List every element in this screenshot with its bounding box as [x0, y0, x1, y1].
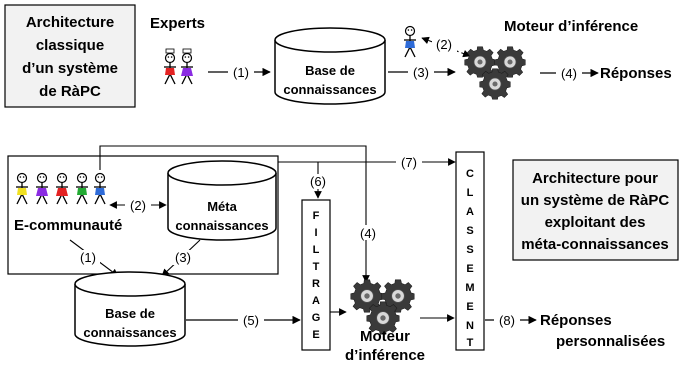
ranking-letter: E: [466, 301, 473, 313]
arrow-label-1-bottom: (1): [80, 250, 96, 265]
community-group: [15, 172, 107, 205]
ranking-letter: S: [466, 225, 473, 237]
person-icon: [75, 172, 89, 205]
filter-letter: I: [314, 227, 317, 239]
arrow-label-7: (7): [401, 155, 417, 170]
ranking-letter: L: [467, 187, 474, 199]
classic-title-line-2: classique: [36, 37, 104, 54]
person-icon: [55, 172, 69, 205]
responses-bottom-line-1: Réponses: [540, 312, 612, 329]
filter-letter: E: [312, 329, 319, 341]
meta-title-line-1: Architecture pour: [532, 170, 658, 187]
meta-knowledge-base: Méta connaissances: [167, 160, 277, 241]
knowledge-base-top: Base de connaissances: [274, 27, 386, 105]
arrow-label-4-bottom: (4): [360, 226, 376, 241]
person-icon: [180, 48, 194, 85]
responses-bottom-line-2: personnalisées: [556, 333, 665, 350]
arrow-label-8: (8): [499, 313, 515, 328]
ranking-box: C L A S S E M E N T: [455, 151, 485, 351]
classic-title-line-1: Architecture: [26, 14, 114, 31]
arrow-label-3-top: (3): [413, 65, 429, 80]
experts-group: [163, 48, 194, 85]
classic-title-line-3: d’un système: [22, 60, 118, 77]
engine-bottom-line-1: Moteur: [360, 328, 410, 345]
kb-bottom-line-1: Base de: [105, 306, 155, 321]
person-icon: [15, 172, 29, 205]
filter-letter: T: [313, 261, 320, 273]
arrow-label-4-top: (4): [561, 66, 577, 81]
gear-icon: [479, 68, 511, 100]
classic-architecture-box: [4, 4, 136, 108]
meta-architecture-box: [512, 159, 679, 261]
arrow-label-2-bottom: (2): [130, 198, 146, 213]
kb-top-line-1: Base de: [305, 63, 355, 78]
engine-top-label: Moteur d’inférence: [504, 18, 638, 35]
meta-title-line-3: exploitant des: [545, 214, 646, 231]
arrow-label-5: (5): [243, 313, 259, 328]
ranking-letter: T: [467, 337, 474, 349]
meta-line-2: connaissances: [175, 218, 268, 233]
person-icon: [403, 25, 417, 58]
filter-box: F I L T R A G E: [301, 199, 331, 351]
filter-letter: G: [312, 312, 321, 324]
responses-top-label: Réponses: [600, 65, 672, 82]
filter-letter: R: [312, 278, 320, 290]
meta-title-line-4: méta-connaissances: [521, 236, 669, 253]
classic-title-line-4: de RàPC: [39, 83, 101, 100]
inference-engine-top: [464, 46, 526, 100]
ranking-letter: E: [466, 263, 473, 275]
filter-letter: F: [313, 210, 320, 222]
arrow-label-1-top: (1): [233, 65, 249, 80]
path-community-to-engine: [99, 145, 370, 283]
ranking-letter: N: [466, 320, 474, 332]
ranking-letter: C: [466, 168, 474, 180]
kb-bottom-line-2: connaissances: [83, 325, 176, 340]
experts-label: Experts: [150, 15, 205, 32]
arrow-label-3-bottom: (3): [175, 250, 191, 265]
filter-letter: A: [312, 295, 320, 307]
kb-top-line-2: connaissances: [283, 82, 376, 97]
filter-letter: L: [313, 244, 320, 256]
ranking-letter: M: [465, 282, 474, 294]
knowledge-base-bottom: Base de connaissances: [74, 271, 186, 347]
engine-bottom-line-2: d’inférence: [345, 347, 425, 364]
ranking-letter: A: [466, 206, 474, 218]
community-label: E-communauté: [14, 217, 122, 234]
ranking-letter: S: [466, 244, 473, 256]
meta-title-line-2: un système de RàPC: [521, 192, 670, 209]
arrow-user-engine: [421, 36, 471, 58]
meta-line-1: Méta: [207, 199, 237, 214]
arrow-label-6: (6): [310, 174, 326, 189]
person-icon: [35, 172, 49, 205]
person-icon: [163, 48, 177, 85]
person-icon: [93, 172, 107, 205]
arrow-label-2-top: (2): [436, 37, 452, 52]
inference-engine-bottom: [350, 279, 415, 335]
